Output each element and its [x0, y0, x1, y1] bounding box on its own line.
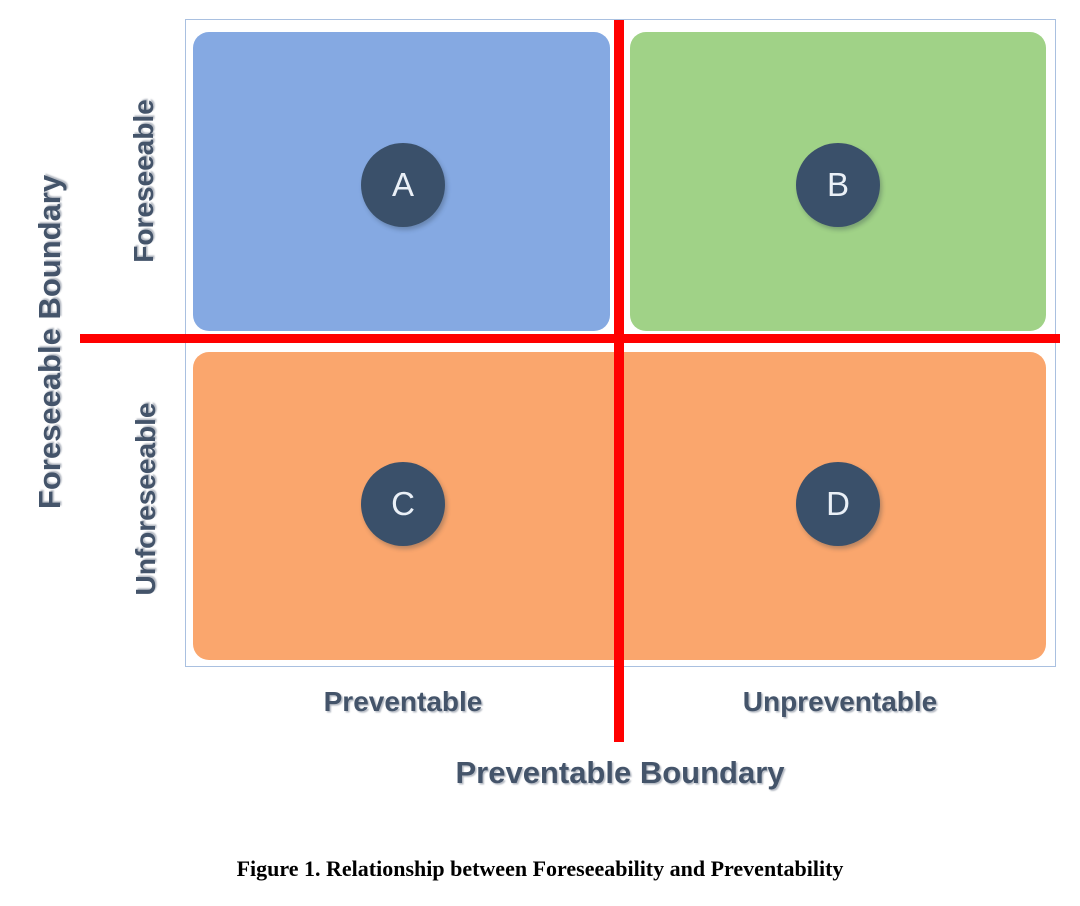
x-axis-category-unpreventable: Unpreventable — [742, 686, 938, 717]
y-axis-title: Foreseeable Boundary — [32, 174, 67, 510]
marker-a: A — [361, 143, 445, 227]
y-axis-category-unforeseeable: Unforeseeable — [130, 402, 161, 596]
x-axis-category-preventable: Preventable — [323, 686, 483, 717]
preventable-boundary-line — [614, 20, 624, 742]
marker-b: B — [796, 143, 880, 227]
marker-d: D — [796, 462, 880, 546]
y-axis-category-foreseeable: Foreseeable — [128, 99, 159, 263]
figure-caption: Figure 1. Relationship between Foreseeab… — [236, 856, 844, 881]
foreseeable-boundary-line — [80, 334, 1060, 343]
x-axis-title: Preventable Boundary — [455, 755, 785, 790]
marker-c: C — [361, 462, 445, 546]
